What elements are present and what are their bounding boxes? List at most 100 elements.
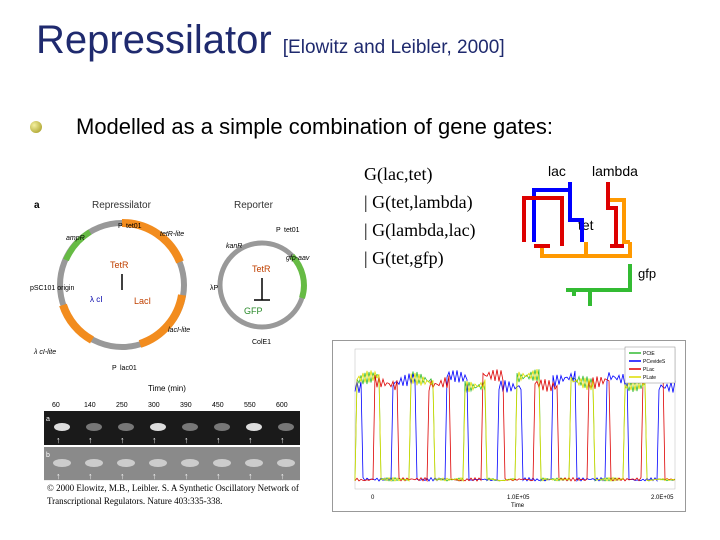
brightfield-cell [85,459,103,467]
plasmid-label: LacI [134,296,151,306]
time-label: 450 [212,402,224,409]
sim-series-line [354,369,676,483]
label-lambda: lambda [592,163,638,179]
arrow-icon: ↑ [184,471,189,481]
arrow-icon: ↑ [88,471,93,481]
sim-series-line [354,370,676,482]
panel-letter: a [34,200,40,211]
fluorescent-cell [278,423,294,431]
tetR-segment [121,218,184,264]
brightfield-cell [181,459,199,467]
plasmid-label: tet01 [126,223,142,230]
arrow-icon: ↑ [280,471,285,481]
plasmid-label: lac01 [120,365,137,372]
fluorescent-cell [150,423,166,431]
title-text: Repressilator [36,18,272,62]
reporter-label: Reporter [234,200,274,211]
plasmid-label: kanR [226,243,242,250]
time-label: 600 [276,402,288,409]
arrow-icon: ↑ [152,471,157,481]
tet-wire [540,198,632,258]
slide-title: Repressilator [Elowitz and Leibler, 2000… [36,18,505,63]
arrow-icon: ↑ [56,435,61,445]
time-label: 140 [84,402,96,409]
time-label: 300 [148,402,160,409]
plasmid-label: λ cI [90,295,102,304]
gate-expressions: G(lac,tet) | G(tet,lambda) | G(lambda,la… [364,160,476,272]
legend-label: PCevideS [643,359,666,365]
sim-series-line [354,369,676,483]
bullet-row: Modelled as a simple combination of gene… [30,114,553,140]
time-label: 250 [116,402,128,409]
plasmid-label: GFP [244,306,263,316]
gfp-segment [289,253,307,299]
arrow-icon: ↑ [120,471,125,481]
brightfield-cell [213,459,231,467]
fluorescent-cell [118,423,134,431]
gate-expression: | G(tet,gfp) [364,248,444,268]
plasmid-label: lacI-lite [168,327,190,334]
plasmid-label: P [112,365,117,372]
lac-wire [532,182,572,242]
plasmid-label: P [276,227,281,234]
fluorescent-cell [246,423,262,431]
arrow-icon: ↑ [56,471,61,481]
gate-expression: | G(tet,lambda) [364,192,473,212]
plasmid-figure: a Repressilator Reporter P tet01 ampR te… [30,200,310,372]
panel-letter: a [46,416,50,423]
gate-expression: G(lac,tet) [364,164,433,184]
gate-circuit-diagram: lac lambda tet gfp [522,163,656,306]
arrow-icon: ↑ [248,471,253,481]
title-citation: [Elowitz and Leibler, 2000] [282,37,505,58]
brightfield-cell [277,459,295,467]
legend-label: PLate [643,375,656,381]
x-tick: 0 [371,495,375,501]
plasmid-label: λP [210,285,219,292]
time-label: 60 [52,402,60,409]
arrow-icon: ↑ [216,435,221,445]
time-label: 550 [244,402,256,409]
plasmid-label: TetR [252,264,271,274]
brightfield-cell [245,459,263,467]
x-axis-label: Time [511,503,525,509]
arrow-icon: ↑ [248,435,253,445]
time-label: 390 [180,402,192,409]
plasmid-label: TetR [110,260,129,270]
plasmid-label: ampR [66,235,85,242]
lac-wire-down [568,182,584,242]
figure-credit: © 2000 Elowitz, M.B., Leibler. S. A Synt… [44,480,310,510]
fluorescent-cell [214,423,230,431]
repressilator-label: Repressilator [92,200,152,211]
bullet-icon [30,121,42,133]
plasmid-label: gfp-aav [286,255,310,262]
label-gfp: gfp [638,266,656,281]
arrow-icon: ↑ [216,471,221,481]
brightfield-cell [53,459,71,467]
arrow-icon: ↑ [280,435,285,445]
plasmid-label: tetR-lite [160,231,184,238]
fluorescent-cell [182,423,198,431]
time-axis-label: Time (min) [148,384,186,393]
arrow-icon: ↑ [120,435,125,445]
arrow-icon: ↑ [88,435,93,445]
fluorescent-cell [86,423,102,431]
plasmid-label: ColE1 [252,339,271,346]
plasmid-label: pSC101 origin [30,285,74,292]
plasmid-label: tet01 [284,227,300,234]
brightfield-cell [149,459,167,467]
arrow-icon: ↑ [152,435,157,445]
lambda-wire [522,182,618,246]
x-tick: 1.0E+05 [507,495,530,501]
plasmid-label: λ cI-lite [33,349,56,356]
plasmid-label: P [118,223,123,230]
lacI-segment [138,294,186,348]
cI-segment [59,303,95,344]
x-tick: 2.0E+05 [651,495,674,501]
brightfield-cell [117,459,135,467]
gate-expression: | G(lambda,lac) [364,220,476,240]
bullet-text: Modelled as a simple combination of gene… [76,114,553,139]
legend-label: PCtE [643,351,655,357]
label-lac: lac [548,163,566,179]
